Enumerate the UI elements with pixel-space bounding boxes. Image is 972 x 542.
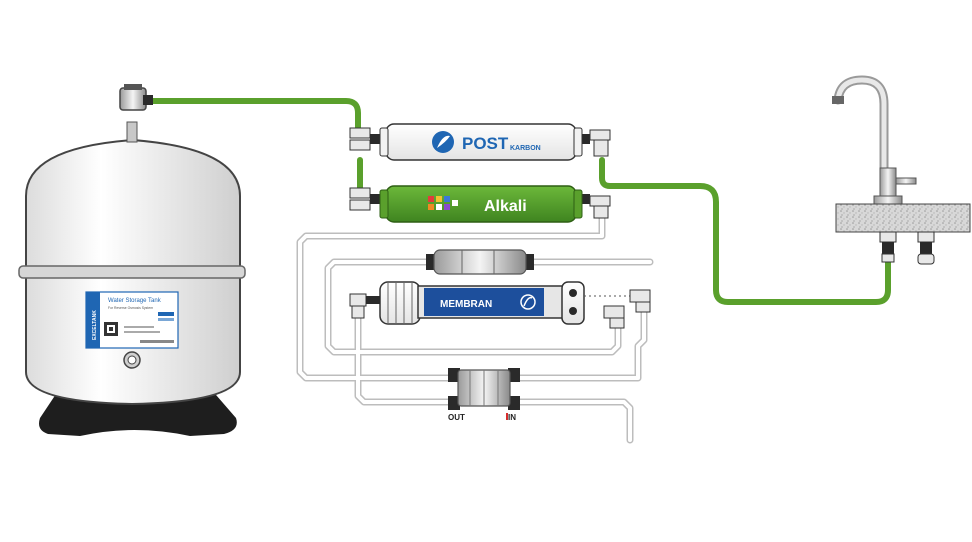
post-filter-sublabel: KARBON [510, 145, 541, 152]
alkali-filter-label: Alkali [484, 198, 527, 215]
inline-filter-body [433, 249, 527, 275]
membrane-label: MEMBRAN [440, 299, 492, 310]
post-filter-left-fitting [349, 127, 380, 151]
faucet-assembly [832, 75, 971, 265]
valve-out-label: OUT [448, 413, 465, 422]
gray-pipe-membrane-left [354, 314, 460, 406]
tank-label-sticker: EXCELTANK Water Storage Tank For Reverse… [85, 291, 179, 349]
green-pipe-post-to-faucet [599, 157, 891, 305]
gray-pipe-inner-white [298, 212, 652, 442]
four-way-valve: OUT IN [448, 368, 520, 422]
tank-label-title: Water Storage Tank [108, 298, 162, 304]
faucet-base [873, 195, 903, 205]
inline-filter [426, 249, 534, 275]
storage-tank: EXCELTANK Water Storage Tank For Reverse… [18, 84, 246, 436]
countertop [835, 203, 971, 233]
membrane-right-elbow-lower [603, 305, 625, 329]
alkali-filter-left-fitting [349, 187, 380, 211]
tank-gauge-icon [123, 351, 141, 369]
membrane-cap-right [561, 281, 585, 325]
faucet-spout [833, 75, 889, 209]
tank-valve-stem [126, 121, 138, 143]
post-carbon-filter: POST KARBON [349, 123, 611, 161]
tank-label-brand: EXCELTANK [92, 310, 98, 340]
membrane-left-elbow [349, 293, 380, 319]
post-filter-label: POST [462, 134, 509, 153]
membrane-droplet-icon [520, 294, 536, 310]
membrane-housing: MEMBRAN [349, 281, 651, 329]
green-pipe-network [147, 98, 891, 305]
gray-pipe-valve-right [504, 398, 634, 444]
green-pipe-tank-to-post [147, 98, 361, 131]
faucet-handle [879, 167, 917, 199]
post-filter-right-fitting [580, 129, 611, 157]
valve-in-marker [506, 413, 508, 420]
alkali-mineral-icon [428, 196, 458, 210]
tank-valve-icon [119, 84, 153, 111]
alkali-filter: Alkali [349, 185, 611, 223]
tank-band [18, 265, 246, 279]
post-filter-leaf-icon [432, 131, 454, 153]
faucet-connector-left [879, 231, 897, 263]
membrane-right-elbow-upper [629, 289, 651, 313]
alkali-filter-right-fitting [580, 194, 611, 219]
alkali-filter-body [385, 185, 577, 223]
faucet-connector-right [917, 231, 935, 265]
membrane-cap-left [379, 281, 421, 325]
valve-in-label: IN [508, 413, 516, 422]
faucet-tip [832, 96, 844, 104]
tank-label-subtitle: For Reverse Osmosis System [108, 306, 153, 310]
